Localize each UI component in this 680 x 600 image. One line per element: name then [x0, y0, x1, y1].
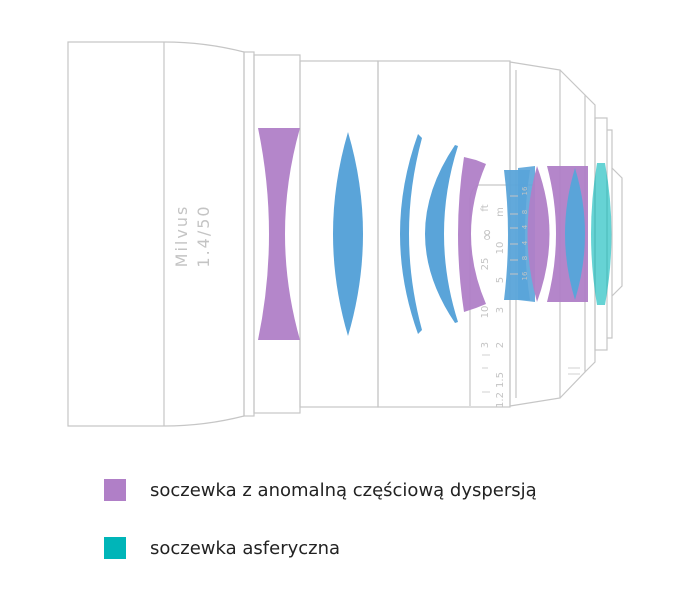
- scale-ft-value: 10: [495, 242, 506, 255]
- scale-m-value: 1.2: [495, 392, 506, 408]
- apd-lens-element: [258, 128, 300, 340]
- scale-unit-m: m: [495, 207, 506, 217]
- dof-mark: 4: [521, 224, 529, 229]
- dof-mark: 4: [521, 240, 529, 245]
- scale-ft-value: 3: [495, 307, 506, 313]
- lens-cross-section-diagram: Milvus 1.4/50 ft ∞ 25 10 5 3 m 10 3 2 1.…: [67, 41, 623, 427]
- apd-lens-element: [458, 157, 486, 312]
- lens-model-line-2: 1.4/50: [194, 204, 213, 267]
- lens-model-line-1: Milvus: [172, 205, 191, 268]
- aspheric-lens-swatch: [104, 537, 126, 559]
- legend-item-apd-lens: soczewka z anomalną częściową dyspersją: [104, 479, 537, 501]
- lens-elements: [258, 128, 612, 340]
- legend-item-aspheric-lens: soczewka asferyczna: [104, 537, 340, 559]
- dof-mark: 8: [521, 210, 529, 214]
- apd-lens-swatch: [104, 479, 126, 501]
- scale-infinity: ∞: [477, 228, 496, 241]
- aspheric-lens-legend-label: soczewka asferyczna: [150, 537, 341, 559]
- aspheric-lens-element: [591, 163, 612, 305]
- scale-m-value: 2: [495, 342, 506, 348]
- dof-mark: 8: [521, 256, 529, 260]
- dof-mark: 16: [521, 271, 529, 280]
- scale-ft-value: 5: [495, 277, 506, 283]
- dof-tick-marks: [510, 195, 518, 275]
- scale-m-value: 1.5: [495, 372, 506, 388]
- apd-lens-element: [527, 166, 550, 302]
- lens-element: [425, 145, 458, 323]
- lens-element: [400, 134, 422, 334]
- apd-lens-legend-label: soczewka z anomalną częściową dyspersją: [150, 479, 537, 501]
- lens-element: [565, 168, 585, 300]
- scale-m-value: 3: [480, 342, 491, 348]
- scale-ft-value: 25: [480, 258, 491, 271]
- dof-mark: 16: [521, 186, 529, 195]
- lens-element: [333, 132, 363, 336]
- scale-unit-ft: ft: [480, 204, 491, 211]
- scale-m-value: 10: [480, 306, 491, 319]
- scale-minor-ticks: [482, 354, 580, 393]
